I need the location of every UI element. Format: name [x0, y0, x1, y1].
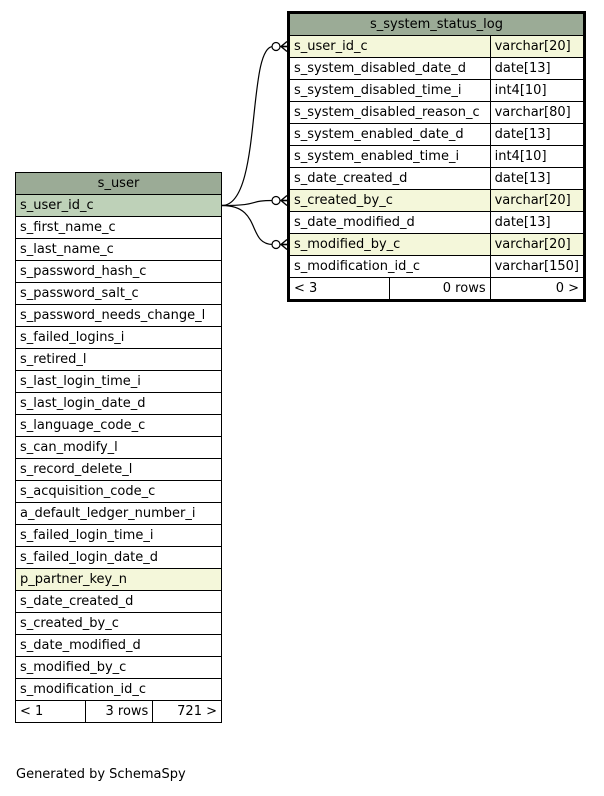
column-s-password-needs-change-l[interactable]: s_password_needs_change_l — [15, 304, 222, 327]
column-row: s_language_code_c — [15, 414, 222, 437]
column-s-last-login-date-d[interactable]: s_last_login_date_d — [15, 392, 222, 415]
column-s-system-disabled-date-d[interactable]: s_system_disabled_date_d — [288, 57, 491, 80]
row-count[interactable]: 0 rows — [389, 277, 491, 301]
children-count[interactable]: 0 > — [489, 277, 586, 301]
column-row: s_user_id_c — [15, 194, 222, 217]
children-count[interactable]: 721 > — [152, 700, 222, 723]
column-row: s_last_name_c — [15, 238, 222, 261]
column-s-first-name-c[interactable]: s_first_name_c — [15, 216, 222, 239]
column-row: s_date_created_d — [15, 590, 222, 613]
column-s-system-enabled-time-i[interactable]: s_system_enabled_time_i — [288, 145, 491, 168]
column-s-can-modify-l[interactable]: s_can_modify_l — [15, 436, 222, 459]
column-row: s_first_name_c — [15, 216, 222, 239]
column-row: s_password_needs_change_l — [15, 304, 222, 327]
column-s-password-hash-c[interactable]: s_password_hash_c — [15, 260, 222, 283]
column-s-user-id-c[interactable]: s_user_id_c — [15, 194, 222, 217]
column-row: s_failed_login_time_i — [15, 524, 222, 547]
row-count[interactable]: 3 rows — [84, 700, 154, 723]
column-type: date[13] — [489, 57, 586, 80]
column-row: s_date_modified_d — [15, 634, 222, 657]
column-s-modification-id-c[interactable]: s_modification_id_c — [15, 678, 222, 701]
parents-count[interactable]: < 3 — [287, 277, 391, 301]
column-s-modification-id-c[interactable]: s_modification_id_c — [288, 255, 491, 278]
column-row: a_default_ledger_number_i — [15, 502, 222, 525]
column-s-date-created-d[interactable]: s_date_created_d — [288, 167, 491, 190]
column-s-last-login-time-i[interactable]: s_last_login_time_i — [15, 370, 222, 393]
relationship-line — [221, 199, 287, 207]
column-type: varchar[150] — [489, 255, 586, 278]
table-title[interactable]: s_system_status_log — [288, 12, 585, 36]
column-s-date-created-d[interactable]: s_date_created_d — [15, 590, 222, 613]
column-type: int4[10] — [489, 145, 586, 168]
column-row: s_retired_l — [15, 348, 222, 371]
column-s-user-id-c[interactable]: s_user_id_c — [288, 35, 491, 58]
column-row: s_record_delete_l — [15, 458, 222, 481]
column-row: s_created_by_c — [15, 612, 222, 635]
column-row: s_can_modify_l — [15, 436, 222, 459]
column-row: s_last_login_date_d — [15, 392, 222, 415]
column-type: date[13] — [489, 123, 586, 146]
column-s-date-modified-d[interactable]: s_date_modified_d — [15, 634, 222, 657]
column-p-partner-key-n[interactable]: p_partner_key_n — [15, 568, 222, 591]
column-s-created-by-c[interactable]: s_created_by_c — [15, 612, 222, 635]
column-s-system-disabled-time-i[interactable]: s_system_disabled_time_i — [288, 79, 491, 102]
column-s-modified-by-c[interactable]: s_modified_by_c — [288, 233, 491, 256]
optional-marker — [271, 239, 281, 250]
column-type: varchar[80] — [489, 101, 586, 124]
column-s-failed-login-time-i[interactable]: s_failed_login_time_i — [15, 524, 222, 547]
column-s-acquisition-code-c[interactable]: s_acquisition_code_c — [15, 480, 222, 503]
column-s-failed-logins-i[interactable]: s_failed_logins_i — [15, 326, 222, 349]
column-row: s_password_hash_c — [15, 260, 222, 283]
column-s-last-name-c[interactable]: s_last_name_c — [15, 238, 222, 261]
relationship-line — [221, 204, 287, 246]
column-row: s_password_salt_c — [15, 282, 222, 305]
column-type: date[13] — [489, 211, 586, 234]
table-title[interactable]: s_user — [15, 172, 222, 195]
column-s-system-disabled-reason-c[interactable]: s_system_disabled_reason_c — [288, 101, 491, 124]
column-row: p_partner_key_n — [15, 568, 222, 591]
column-type: varchar[20] — [489, 189, 586, 212]
column-type: date[13] — [489, 167, 586, 190]
column-s-created-by-c[interactable]: s_created_by_c — [288, 189, 491, 212]
column-row: s_failed_login_date_d — [15, 546, 222, 569]
column-row: s_acquisition_code_c — [15, 480, 222, 503]
column-row: s_failed_logins_i — [15, 326, 222, 349]
column-s-retired-l[interactable]: s_retired_l — [15, 348, 222, 371]
column-a-default-ledger-number-i[interactable]: a_default_ledger_number_i — [15, 502, 222, 525]
column-row: s_last_login_time_i — [15, 370, 222, 393]
column-s-record-delete-l[interactable]: s_record_delete_l — [15, 458, 222, 481]
optional-marker — [271, 195, 281, 206]
column-s-modified-by-c[interactable]: s_modified_by_c — [15, 656, 222, 679]
column-type: varchar[20] — [489, 233, 586, 256]
column-s-system-enabled-date-d[interactable]: s_system_enabled_date_d — [288, 123, 491, 146]
generated-by-label: Generated by SchemaSpy — [16, 767, 186, 782]
column-type: varchar[20] — [489, 35, 586, 58]
column-s-password-salt-c[interactable]: s_password_salt_c — [15, 282, 222, 305]
optional-marker — [271, 41, 281, 52]
column-row: s_modified_by_c — [15, 656, 222, 679]
column-s-failed-login-date-d[interactable]: s_failed_login_date_d — [15, 546, 222, 569]
column-row: s_modification_id_c — [15, 678, 222, 701]
parents-count[interactable]: < 1 — [15, 700, 86, 723]
relationship-line — [221, 45, 287, 207]
column-type: int4[10] — [489, 79, 586, 102]
column-s-language-code-c[interactable]: s_language_code_c — [15, 414, 222, 437]
column-s-date-modified-d[interactable]: s_date_modified_d — [288, 211, 491, 234]
